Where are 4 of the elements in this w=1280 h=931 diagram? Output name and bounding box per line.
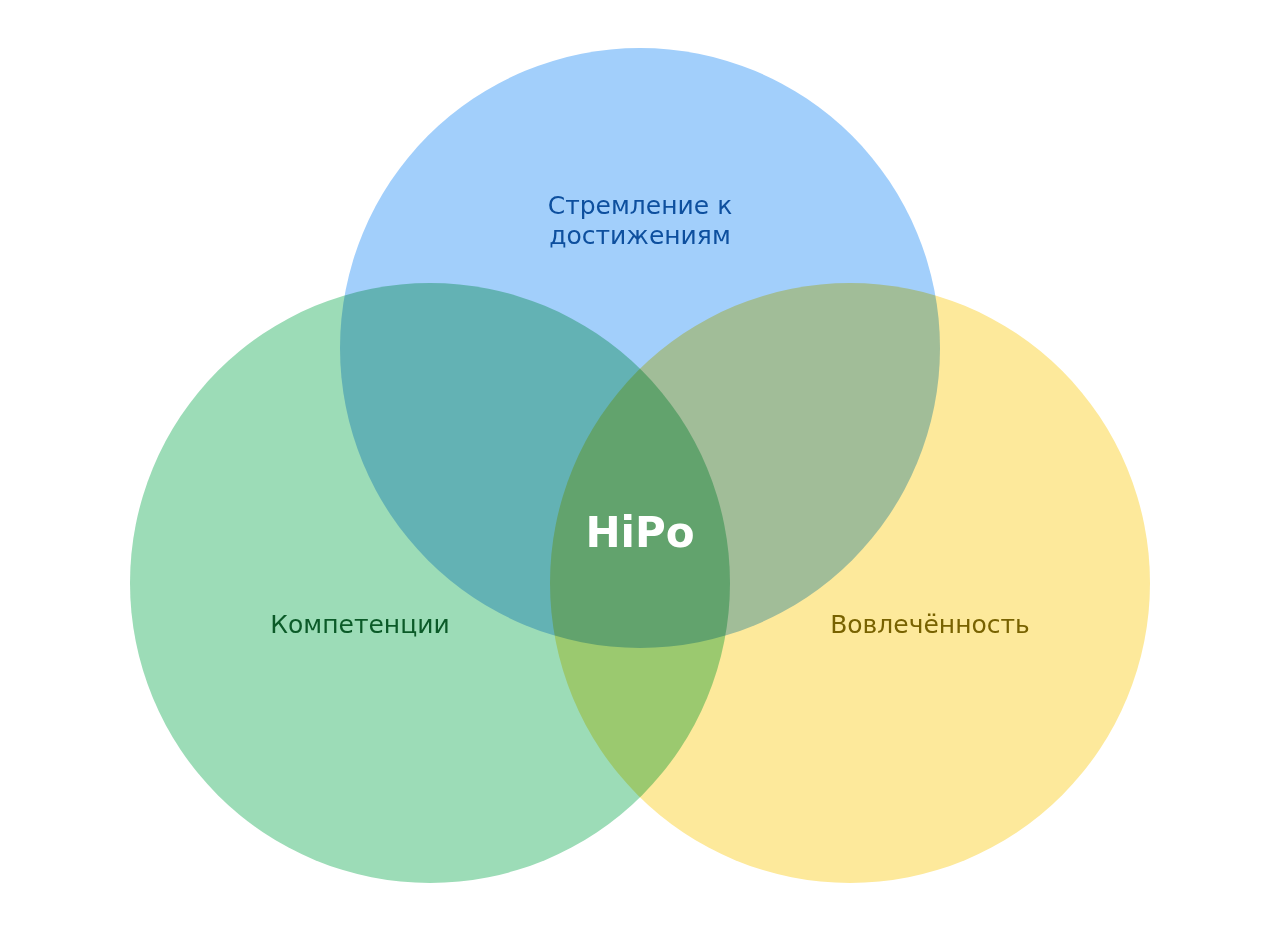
circle-label: Компетенции xyxy=(269,610,451,640)
circle-label: Вовлечённость xyxy=(829,610,1031,640)
circle-label: Стремление к достижениям xyxy=(546,191,734,251)
center-label: HiPo xyxy=(584,507,696,559)
